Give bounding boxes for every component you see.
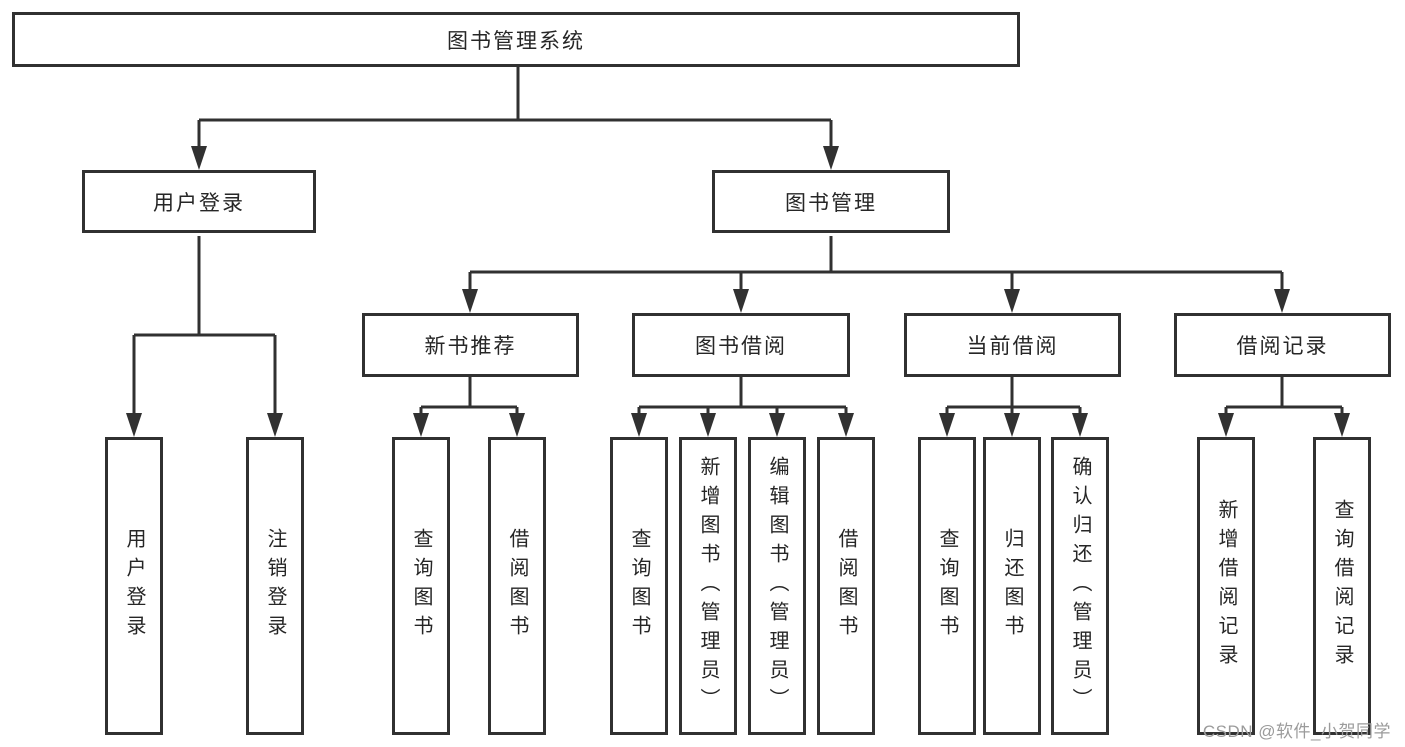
node-book-borrowing: 图书借阅: [632, 313, 850, 377]
leaf-borrowing-borrow-books: 借阅图书: [817, 437, 875, 735]
leaf-current-query-books: 查询图书: [918, 437, 976, 735]
node-current-borrowing: 当前借阅: [904, 313, 1121, 377]
node-book-management: 图书管理: [712, 170, 950, 233]
leaf-borrowing-add-books-admin: 新增图书（管理员）: [679, 437, 737, 735]
watermark-text: CSDN @软件_小贺同学: [1202, 722, 1391, 741]
leaf-newbook-query-books: 查询图书: [392, 437, 450, 735]
node-user-login: 用户登录: [82, 170, 316, 233]
leaf-current-return-books: 归还图书: [983, 437, 1041, 735]
leaf-user-login: 用户登录: [105, 437, 163, 735]
arrowheads: [126, 146, 1350, 437]
node-library-system: 图书管理系统: [12, 12, 1020, 67]
leaf-records-query-record: 查询借阅记录: [1313, 437, 1371, 735]
node-borrowing-records: 借阅记录: [1174, 313, 1391, 377]
leaf-records-add-record: 新增借阅记录: [1197, 437, 1255, 735]
leaf-borrowing-edit-books-admin: 编辑图书（管理员）: [748, 437, 806, 735]
leaf-current-confirm-return-admin: 确认归还（管理员）: [1051, 437, 1109, 735]
leaf-logout: 注销登录: [246, 437, 304, 735]
leaf-borrowing-query-books: 查询图书: [610, 437, 668, 735]
node-new-book-recommendation: 新书推荐: [362, 313, 579, 377]
leaf-newbook-borrow-books: 借阅图书: [488, 437, 546, 735]
